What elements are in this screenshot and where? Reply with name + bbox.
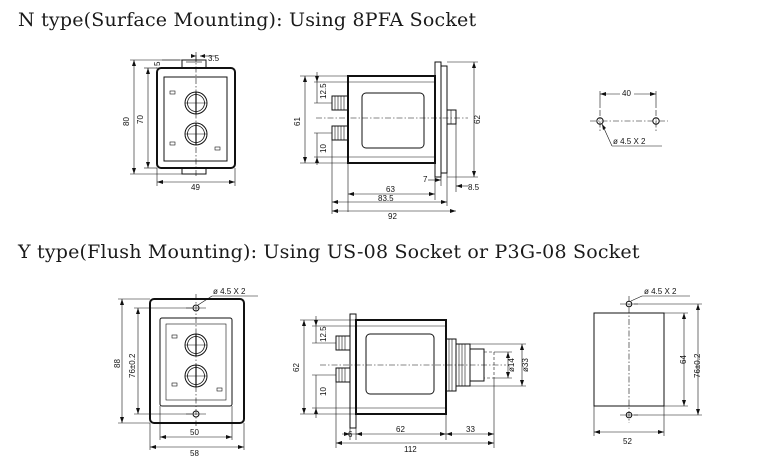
n-dim-49: 49	[191, 183, 200, 192]
n-dim-63: 63	[386, 185, 395, 194]
y-cutout-dim-76: 76±0.2	[693, 353, 702, 378]
y-dim-10: 10	[319, 387, 328, 396]
y-type-heading: Y type(Flush Mounting): Using US-08 Sock…	[18, 241, 640, 263]
y-dim-58: 58	[190, 449, 199, 458]
y-dim-62b: 62	[396, 425, 405, 434]
y-cutout-dim-52: 52	[623, 437, 632, 446]
n-dim-40: 40	[622, 89, 631, 98]
n-dim-7: 7	[423, 175, 428, 184]
y-dim-d14: ø14	[507, 358, 516, 372]
n-hole-right	[652, 117, 660, 125]
n-dim-12-5: 12.5	[319, 83, 328, 99]
n-hole-pattern: 40 ø 4.5 X 2	[590, 87, 668, 147]
y-front-flange	[149, 298, 245, 424]
n-dim-10: 10	[319, 144, 328, 153]
y-side-view: 12.5 62 10 ø14 ø33	[292, 313, 530, 454]
y-cutout-dim-64: 64	[679, 355, 688, 364]
y-dim-62: 62	[292, 363, 301, 372]
y-dim-112: 112	[404, 445, 417, 454]
n-type-heading: N type(Surface Mounting): Using 8PFA Soc…	[18, 9, 477, 31]
n-dim-83-5: 83.5	[378, 194, 394, 203]
y-dim-50: 50	[190, 428, 199, 437]
n-dim-92: 92	[388, 212, 397, 221]
n-dim-80: 80	[122, 117, 131, 126]
n-front-view: 3.5 5 80 70 49	[122, 52, 236, 192]
n-dim-5: 5	[153, 61, 162, 66]
y-dim-76: 76±0.2	[128, 353, 137, 378]
y-dim-6: 6	[348, 430, 353, 439]
n-hole-left	[596, 117, 604, 125]
y-front-view: ø 4.5 X 2 88 76±0.2 50 58	[113, 287, 258, 458]
n-dim-61: 61	[293, 117, 302, 126]
n-hole-spec: ø 4.5 X 2	[613, 137, 646, 146]
n-dim-8-5: 8.5	[468, 183, 480, 192]
y-dim-88: 88	[113, 359, 122, 368]
y-dim-d33: ø33	[521, 358, 530, 372]
n-front-inner	[163, 76, 228, 162]
y-cutout-hole-spec: ø 4.5 X 2	[644, 287, 677, 296]
y-dim-12-5: 12.5	[319, 326, 328, 342]
n-dim-62: 62	[473, 115, 482, 124]
n-dim-3-5: 3.5	[208, 54, 220, 63]
n-dim-70: 70	[136, 115, 145, 124]
y-dim-33b: 33	[466, 425, 475, 434]
y-panel-cutout: ø 4.5 X 2 64 76±0.2 52	[593, 287, 702, 446]
y-front-hole-spec: ø 4.5 X 2	[213, 287, 246, 296]
n-side-body	[347, 75, 436, 164]
n-side-view: 12.5 61 10 62 7 8.5	[293, 61, 482, 221]
